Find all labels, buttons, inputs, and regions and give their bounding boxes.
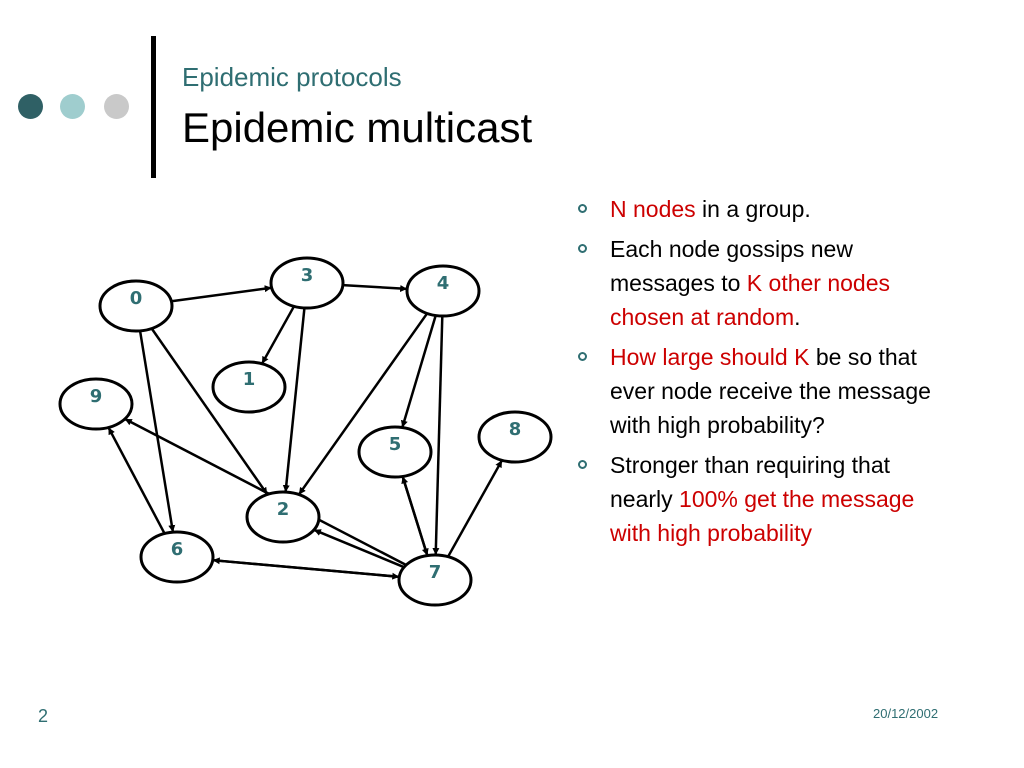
node-circle [357,425,433,479]
slide-number: 2 [38,706,49,726]
highlighted-text: N nodes [610,196,696,222]
node-circle [477,410,553,464]
node-circle [98,279,174,333]
graph-node-2: 2 [245,490,321,544]
node-circle [405,264,481,318]
graph-node-9: 9 [58,377,134,431]
bullet-text: in a group. [695,196,811,222]
bullet-text: . [794,304,801,330]
edge-4-to-7 [432,315,444,556]
graph-node-0: 0 [98,279,174,333]
edge-5-to-7 [401,476,429,556]
slide-subtitle: Epidemic protocols [182,62,402,92]
edge-3-to-4 [342,283,408,292]
edge-0-to-6 [138,330,176,533]
node-label: 0 [130,288,143,309]
node-label: 4 [437,273,450,294]
node-label: 8 [509,419,522,440]
graph-node-3: 3 [269,256,345,310]
node-circle [245,490,321,544]
slide-date: 20/12/2002 [873,706,939,721]
edge-6-to-7 [212,558,400,580]
highlighted-text: K other nodes chosen at random [610,270,891,330]
bullet-text: be so that ever node receive the message… [610,344,931,438]
bullet-item: N nodes in a group. [576,192,951,226]
bullet-marker-icon [578,204,587,213]
edge-4-to-5 [400,315,437,428]
bullet-item: How large should K be so that ever node … [576,340,951,442]
node-label: 3 [301,265,314,286]
bullet-list: N nodes in a group. Each node gossips new… [576,192,951,556]
edge-6-to-9 [107,426,166,535]
edge-7-to-9 [124,417,407,567]
graph-node-1: 1 [211,360,287,414]
highlighted-text: 100% get the message with high probabili… [610,486,915,546]
node-label: 7 [429,562,442,583]
node-circle [58,377,134,431]
node-circle [269,256,345,310]
edge-0-to-3 [171,285,272,303]
bullet-marker-icon [578,352,587,361]
graph-node-6: 6 [139,530,215,584]
edge-7-to-8 [446,459,504,558]
bullet-text: Stronger than requiring that nearly [610,452,891,512]
edge-0-to-2 [150,327,269,496]
edge-3-to-2 [282,307,306,493]
decor-dot-gray [104,94,129,119]
bullet-marker-icon [578,244,587,253]
edge-4-to-2 [297,312,429,496]
node-label: 1 [243,369,256,390]
highlighted-text: How large should K [610,344,810,370]
graph-node-8: 8 [477,410,553,464]
decor-dot-dark [18,94,43,119]
node-label: 6 [171,539,184,560]
bullet-item: Stronger than requiring that nearly 100%… [576,448,951,550]
bullet-marker-icon [578,460,587,469]
decor-dot-light [60,94,85,119]
graph-node-7: 7 [397,553,473,607]
graph-node-5: 5 [357,425,433,479]
slide-title: Epidemic multicast [182,104,533,151]
node-circle [139,530,215,584]
node-label: 2 [277,499,290,520]
edge-3-to-1 [260,305,296,365]
bullet-item: Each node gossips new messages to K othe… [576,232,951,334]
node-label: 9 [90,386,103,407]
graph-node-4: 4 [405,264,481,318]
edge-7-to-2 [313,528,405,569]
node-circle [211,360,287,414]
bullet-text: Each node gossips new messages to [610,236,853,296]
node-circle [397,553,473,607]
node-label: 5 [389,434,402,455]
title-divider-bar [151,36,156,178]
